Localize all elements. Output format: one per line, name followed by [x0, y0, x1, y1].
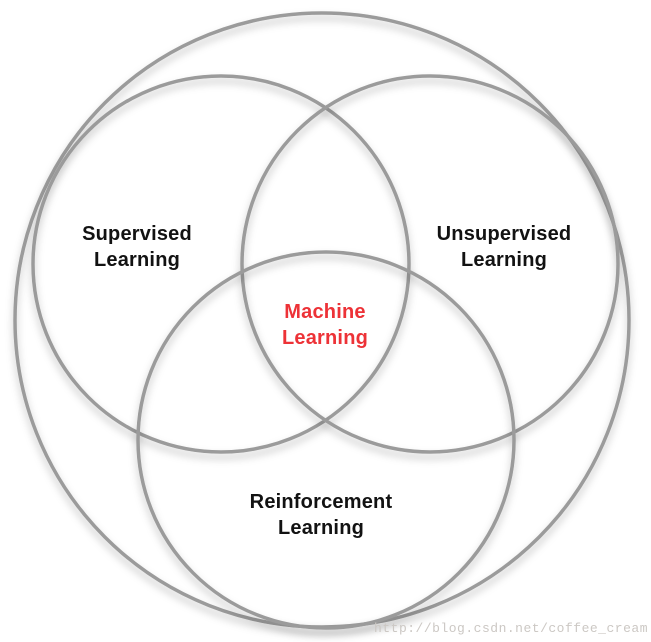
unsupervised-learning-label: Unsupervised Learning — [436, 223, 572, 271]
supervised-learning-label: Supervised Learning — [82, 223, 192, 271]
supervised-learning-circle — [31, 74, 411, 454]
reinforcement-learning-circle — [136, 250, 516, 630]
machine-learning-label: Machine Learning — [281, 301, 369, 349]
unsupervised-learning-circle — [240, 74, 620, 454]
watermark-url: http://blog.csdn.net/coffee_cream — [374, 621, 648, 636]
reinforcement-learning-label: Reinforcement Learning — [249, 491, 393, 539]
